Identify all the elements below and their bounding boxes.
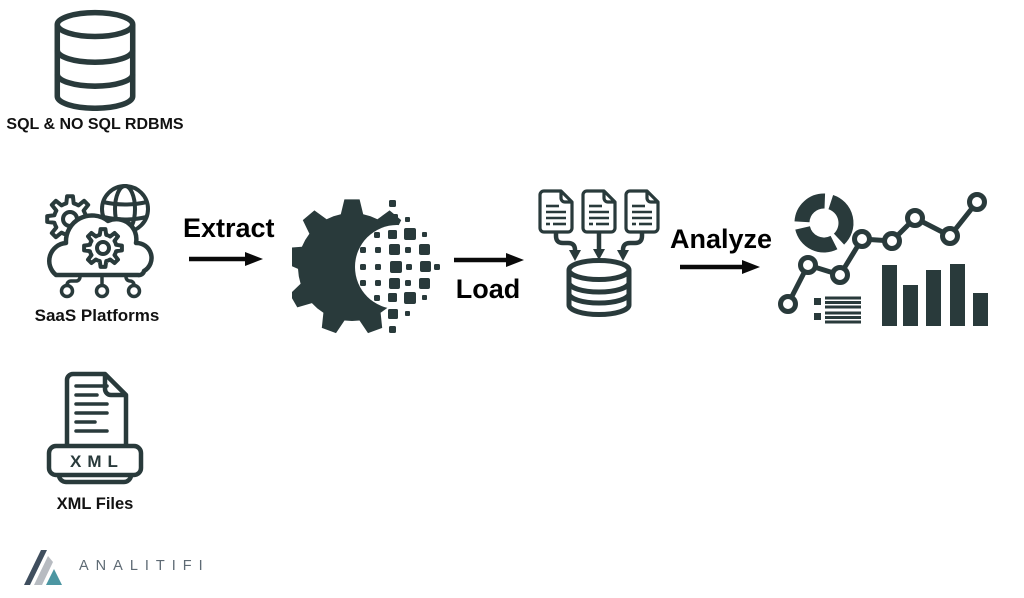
step-label: Analyze [670,224,773,254]
analitifi-logo-icon [24,550,62,585]
pixel-dissolve [360,200,440,333]
right-arrow-icon [454,253,524,267]
database-icon [54,9,136,111]
step-load: Load [452,253,524,305]
source-xml: XML XML Files [40,370,150,514]
document-lines [74,384,109,433]
saas-cloud-icon [44,184,154,299]
analytics-dashboard-icon [778,192,988,326]
step-extract: Extract [183,213,275,266]
xml-banner-text: XML [70,452,124,471]
document-icons [538,189,660,234]
bar-chart-icon [882,264,988,326]
source-label: SQL & NO SQL RDBMS [6,116,184,133]
step-label: Extract [183,213,275,243]
down-arrows [553,233,645,261]
brand-wordmark: ANALITIFI [79,558,210,574]
brand-logo: ANALITIFI [20,545,210,587]
database-icon [566,258,632,317]
line-chart-icon [778,192,987,314]
step-label: Load [455,274,521,304]
donut-chart-icon [794,193,854,253]
xml-banner [46,443,144,478]
right-arrow-icon [680,259,760,274]
source-sql-rdbms: SQL & NO SQL RDBMS [5,8,185,134]
connector-pins [59,275,141,299]
xml-file-icon: XML [46,371,144,485]
source-label: SaaS Platforms [34,306,160,325]
list-icon [814,296,861,324]
source-saas: SaaS Platforms [22,183,172,326]
step-analyze: Analyze [670,224,773,274]
source-label: XML Files [56,495,134,513]
gear-icon [81,227,124,269]
transform-gear-icon [292,199,440,334]
load-database-icon [538,189,660,317]
right-arrow-icon [189,251,263,266]
